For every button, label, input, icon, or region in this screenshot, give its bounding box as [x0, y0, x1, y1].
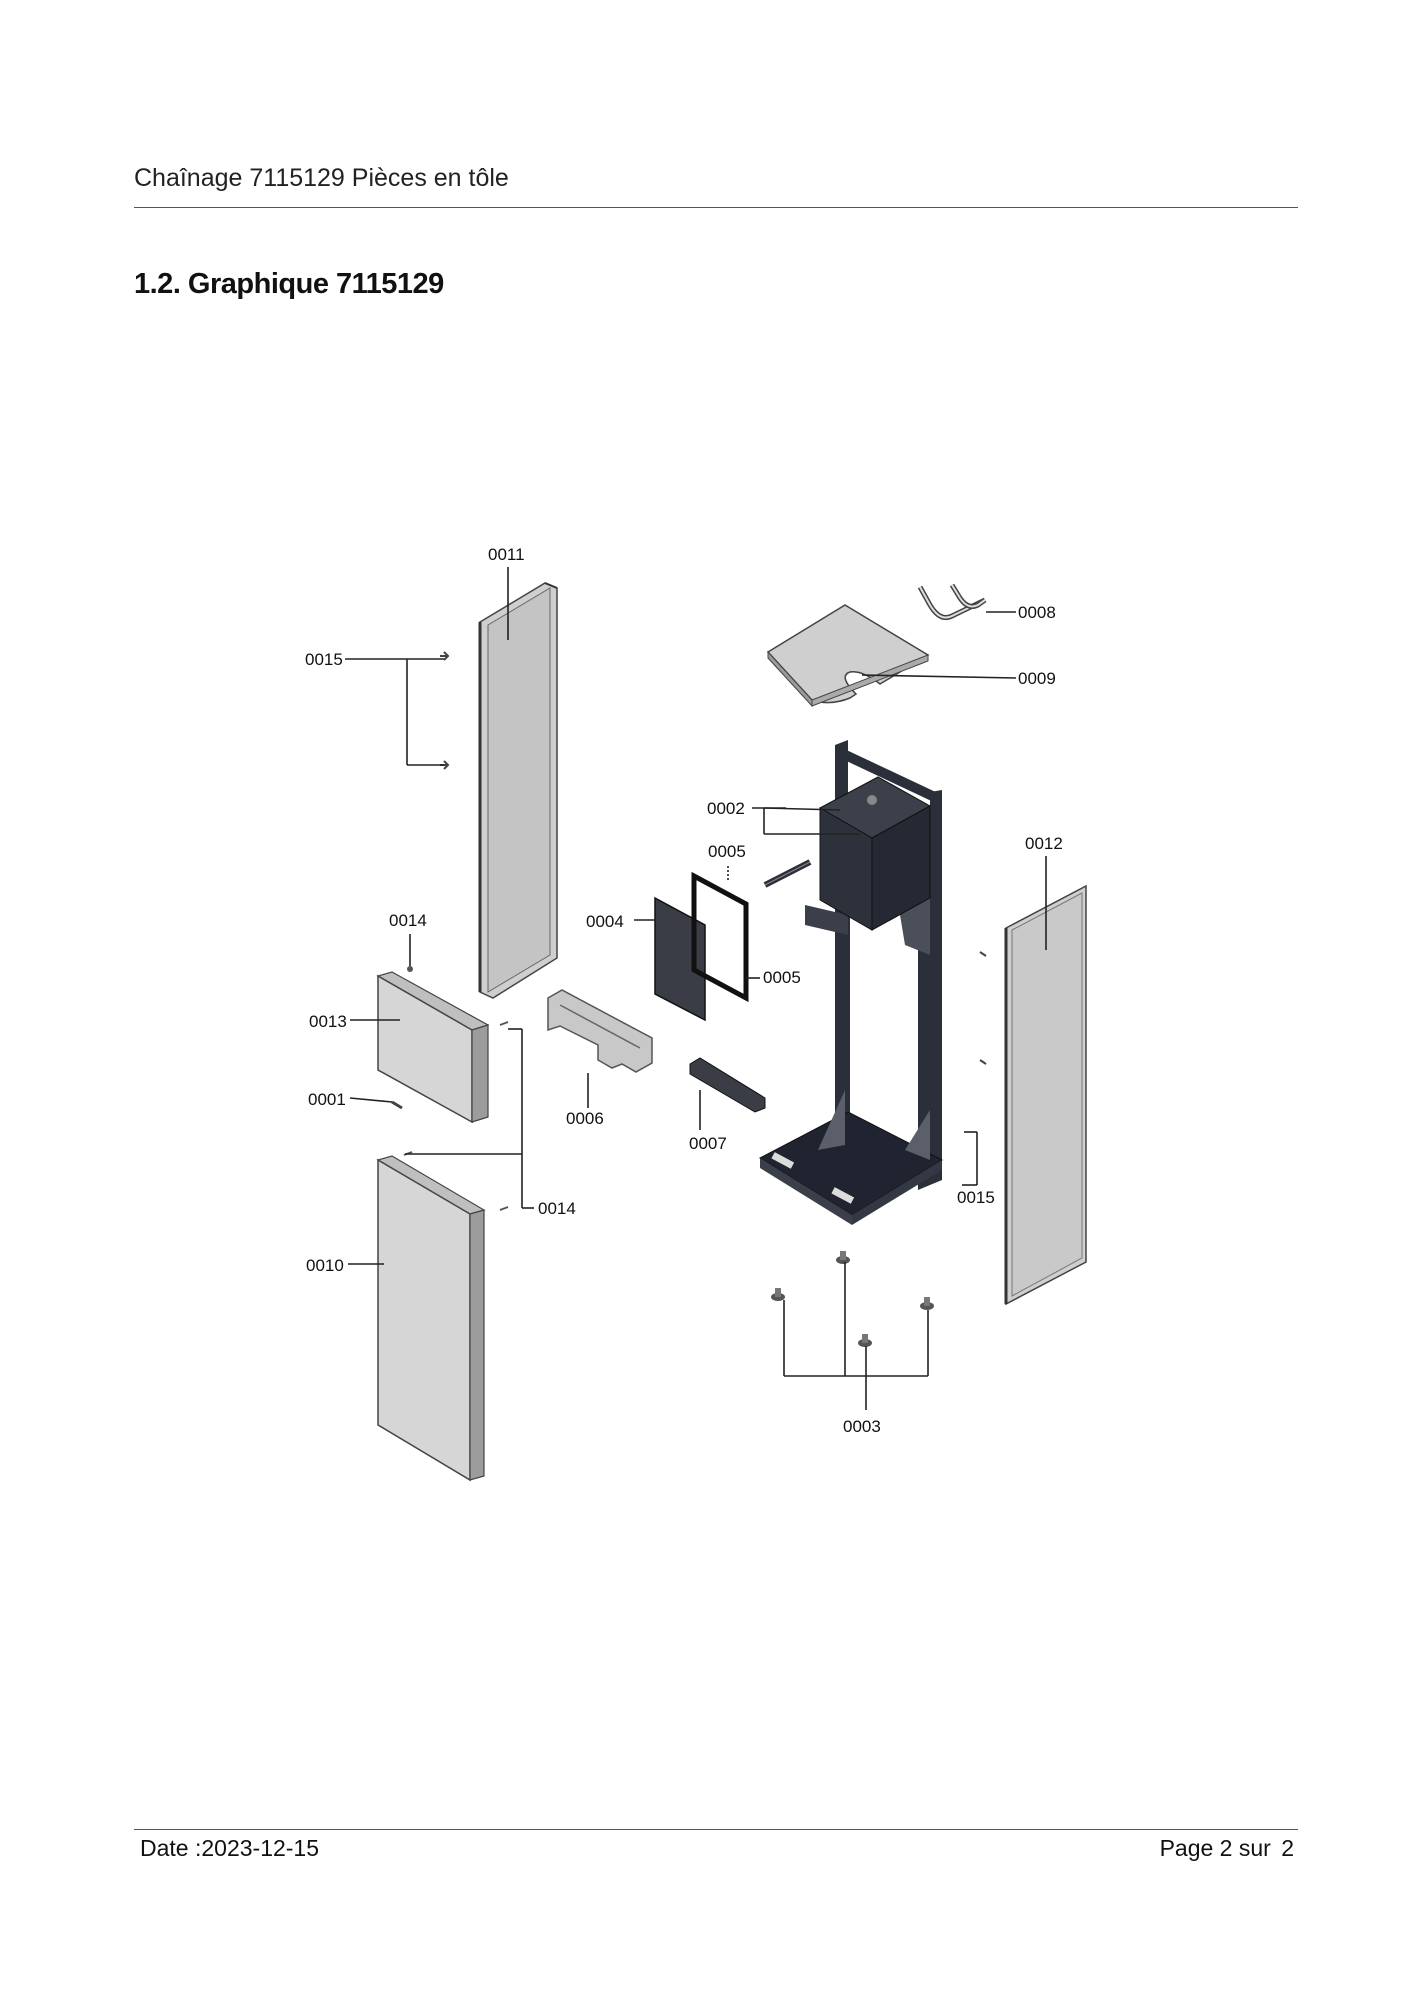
label-0014-top: 0014	[389, 911, 427, 930]
part-0012-panel	[1004, 884, 1087, 1306]
part-0009-top-plate	[766, 604, 930, 708]
label-0009: 0009	[1018, 669, 1056, 688]
page-label: Page 2 sur	[1159, 1835, 1271, 1861]
footer-date: Date :2023-12-15	[140, 1835, 320, 1861]
document-header-title: Chaînage 7115129 Pièces en tôle	[134, 164, 509, 192]
part-0010-door	[376, 1155, 486, 1482]
leader-lines	[345, 567, 1047, 1410]
label-0010: 0010	[306, 1256, 344, 1275]
label-0003: 0003	[843, 1417, 881, 1436]
part-0003-feet	[771, 1251, 934, 1347]
label-0004: 0004	[586, 912, 624, 931]
label-0007: 0007	[689, 1134, 727, 1153]
part-0008-u-bracket	[917, 583, 987, 621]
label-0014-bottom: 0014	[538, 1199, 576, 1218]
label-0005-top: 0005	[708, 842, 746, 861]
part-0013-cover	[376, 971, 490, 1124]
label-0015-right: 0015	[957, 1188, 995, 1207]
label-0015-left: 0015	[305, 650, 343, 669]
footer-page-number: Page 2 sur 2	[1156, 1835, 1294, 1862]
footer-divider	[134, 1829, 1298, 1830]
section-title: 1.2. Graphique 7115129	[134, 268, 444, 300]
part-0004-plate	[654, 896, 706, 1022]
label-0001: 0001	[308, 1090, 346, 1109]
label-0006: 0006	[566, 1109, 604, 1128]
label-0013: 0013	[309, 1012, 347, 1031]
part-0005-gasket	[691, 871, 749, 1003]
part-0001-screw	[391, 1100, 403, 1110]
part-0011-panel	[478, 582, 558, 999]
header-divider	[134, 207, 1298, 208]
label-0005-bottom: 0005	[763, 968, 801, 987]
part-0007-rail	[689, 1057, 766, 1113]
part-0006-bracket	[547, 989, 653, 1073]
central-frame	[758, 740, 944, 1225]
label-0008: 0008	[1018, 603, 1056, 622]
label-0011: 0011	[488, 545, 525, 564]
label-0002: 0002	[707, 799, 745, 818]
label-0012: 0012	[1025, 834, 1063, 853]
page-total: 2	[1281, 1835, 1294, 1861]
